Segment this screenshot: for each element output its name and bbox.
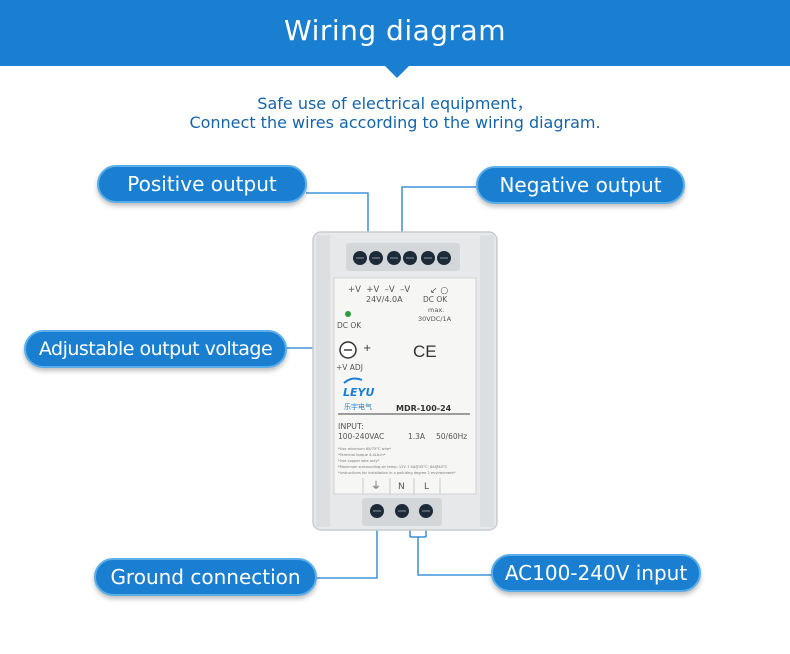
dc-ok-relay-label: DC OK: [423, 295, 448, 304]
top-terminals: [353, 251, 451, 265]
body-side-right: [480, 235, 494, 527]
body-side-left: [316, 235, 330, 527]
bottom-terminals: [370, 504, 433, 518]
ac-input-callout: AC100-240V input: [491, 554, 701, 592]
line-label: L: [424, 482, 429, 492]
device-label-panel: [333, 277, 477, 495]
positive-leader-line: [306, 192, 369, 233]
adjustable-voltage-callout: Adjustable output voltage: [24, 330, 287, 368]
ac-leader-line: [417, 537, 492, 576]
ground-leader-line: [316, 512, 378, 579]
ce-mark: CE: [413, 342, 437, 361]
fine-print-line: *Maximum surrounding air temp: 12V 7.5A@…: [338, 465, 448, 469]
ground-connection-callout: Ground connection: [94, 558, 317, 596]
model-number: MDR-100-24: [396, 404, 452, 413]
relay-max-rating: 30VDC/1A: [418, 315, 452, 323]
dc-ok-led: [345, 311, 351, 317]
fine-print-line: *Use minimum 60/75°C wire*: [338, 447, 391, 451]
terminal-labels: +V +V –V –V: [348, 285, 410, 295]
fine-print-line: *Instructions for installation in a poll…: [338, 471, 456, 475]
adjust-label: +V ADJ: [336, 363, 363, 372]
brand-chinese-name: 乐宇电气: [344, 402, 372, 411]
input-frequency: 50/60Hz: [436, 432, 467, 441]
relay-switch-symbol: ↙ ○: [430, 286, 448, 296]
header-banner: [0, 0, 790, 66]
page-title: Wiring diagram: [284, 14, 506, 47]
fine-print-line: *Terminal torque 4.4Lb-in*: [338, 453, 386, 457]
relay-max-label: max.: [428, 306, 444, 314]
banner-pointer: [385, 66, 409, 78]
input-current: 1.3A: [408, 432, 426, 441]
positive-output-callout: Positive output: [97, 165, 307, 203]
dc-ok-led-label: DC OK: [337, 321, 362, 330]
negative-leader-line: [401, 186, 476, 233]
adjust-plus-sign: +: [363, 343, 371, 354]
ground-symbol-icon: ⏚: [371, 480, 381, 492]
leyu-logo-swoosh: [343, 377, 363, 384]
intro-line-1: Safe use of electrical equipment，: [257, 94, 533, 113]
fine-print: *Use minimum 60/75°C wire* *Terminal tor…: [338, 447, 456, 475]
output-rating: 24V/4.0A: [366, 295, 403, 304]
input-voltage: 100-240VAC: [338, 432, 384, 441]
brand-logo: LEYU: [343, 386, 374, 399]
neutral-label: N: [398, 482, 405, 492]
intro-line-2: Connect the wires according to the wirin…: [189, 113, 601, 132]
negative-output-callout: Negative output: [476, 166, 685, 204]
input-label: INPUT:: [338, 422, 364, 431]
fine-print-line: *Use copper wire only*: [338, 459, 380, 463]
